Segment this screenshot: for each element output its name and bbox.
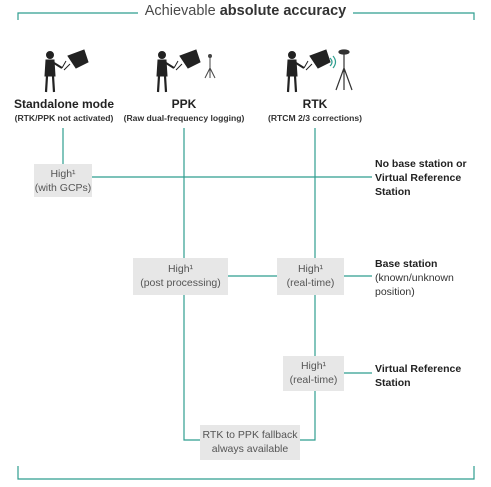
row3-line1: Virtual Reference <box>375 363 462 375</box>
box-standalone-line2: (with GCPs) <box>34 182 92 194</box>
box-rtk-base-line1: High¹ <box>297 263 324 275</box>
mode-ppk: PPK (Raw dual-frequency logging) <box>109 97 259 123</box>
box-ppk-high: High¹ (post processing) <box>133 258 228 295</box>
frame-top-left <box>17 12 140 20</box>
row1-line1: No base station or <box>375 158 467 170</box>
mode-rtk: RTK (RTCM 2/3 corrections) <box>240 97 390 123</box>
frame-bottom <box>17 466 475 480</box>
box-fallback-line2: always available <box>211 443 289 455</box>
row-base-station: Base station (known/unknown position) <box>375 257 454 299</box>
box-fallback-line1: RTK to PPK fallback <box>202 429 298 441</box>
frame-top-right <box>348 12 475 20</box>
row1-line2: Virtual Reference <box>375 172 462 184</box>
drone-operator-with-small-tripod-icon <box>156 49 216 93</box>
box-standalone-line1: High¹ <box>50 168 76 180</box>
box-rtk-vrs-line1: High¹ <box>300 360 327 372</box>
row-no-base-station: No base station or Virtual Reference Sta… <box>375 157 467 199</box>
drone-operator-with-base-station-icon <box>286 49 353 93</box>
title-bold: absolute accuracy <box>219 3 347 19</box>
box-rtk-base-line2: (real-time) <box>286 277 335 289</box>
row3-line2: Station <box>375 377 411 389</box>
box-fallback: RTK to PPK fallback always available <box>200 425 300 460</box>
ppk-vertical-line-bottom <box>183 295 200 441</box>
mode-rtk-name: RTK <box>302 97 328 111</box>
box-ppk-line2: (post processing) <box>140 277 221 289</box>
mode-ppk-name: PPK <box>171 97 197 111</box>
drone-operator-icon <box>44 49 89 93</box>
mode-standalone-sub: (RTK/PPK not activated) <box>14 113 114 123</box>
box-ppk-line1: High¹ <box>167 263 194 275</box>
row-virtual-reference-station: Virtual Reference Station <box>375 362 461 390</box>
row2-line1: Base station <box>375 258 438 270</box>
diagram-title: Achievable absolute accuracy <box>0 3 491 19</box>
row1-line3: Station <box>375 186 411 198</box>
box-rtk-vrs-high: High¹ (real-time) <box>283 356 344 391</box>
title-prefix: Achievable <box>144 3 216 19</box>
mode-ppk-sub: (Raw dual-frequency logging) <box>123 113 245 123</box>
row2-line3: position) <box>375 286 415 298</box>
box-standalone-high: High¹ (with GCPs) <box>34 164 92 197</box>
rtk-vertical-line-bottom <box>300 391 316 441</box>
mode-standalone-name: Standalone mode <box>13 97 114 111</box>
mode-standalone: Standalone mode (RTK/PPK not activated) <box>0 97 139 123</box>
row2-line2: (known/unknown <box>375 272 454 284</box>
mode-rtk-sub: (RTCM 2/3 corrections) <box>267 113 363 123</box>
box-rtk-base-high: High¹ (real-time) <box>277 258 344 295</box>
box-rtk-vrs-line2: (real-time) <box>289 374 338 386</box>
